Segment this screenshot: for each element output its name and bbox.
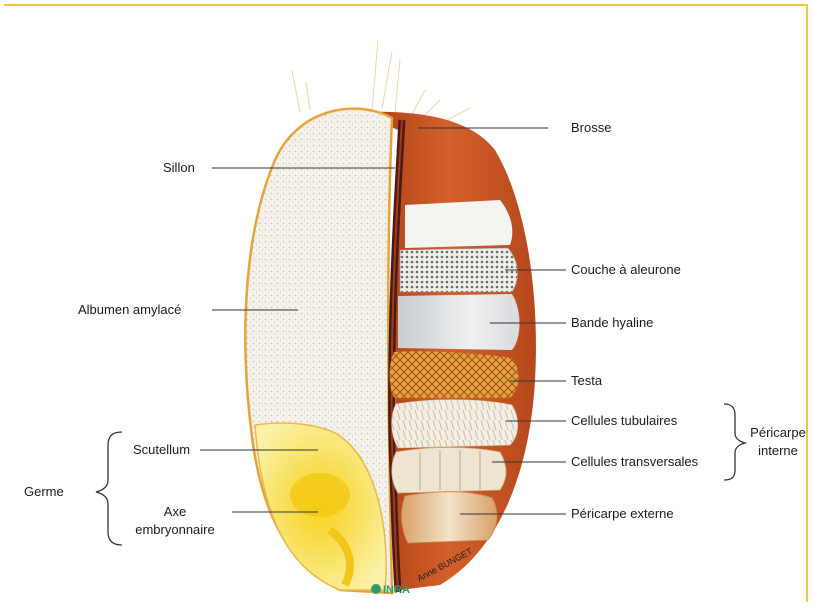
transverse-cells-layer: [392, 448, 506, 494]
hyaline-band: [398, 294, 520, 350]
aleurone-layer: [400, 248, 518, 292]
label-cellules-tubulaires: Cellules tubulaires: [571, 413, 677, 429]
inra-logo: [371, 584, 381, 594]
label-brosse: Brosse: [571, 120, 611, 136]
label-pericarpe-interne-2: interne: [748, 443, 808, 459]
label-axe-2: embryonnaire: [130, 522, 220, 538]
label-pericarpe-externe: Péricarpe externe: [571, 506, 674, 522]
tubular-cells-layer: [392, 400, 518, 448]
label-germe: Germe: [24, 484, 64, 500]
germe-brace: [96, 432, 122, 545]
label-testa: Testa: [571, 373, 602, 389]
label-axe-1: Axe: [130, 504, 220, 520]
pericarpe-interne-brace: [724, 404, 745, 480]
label-bande-hyaline: Bande hyaline: [571, 315, 653, 331]
label-cellules-transversales: Cellules transversales: [571, 454, 698, 470]
label-couche-aleurone: Couche à aleurone: [571, 262, 681, 278]
label-scutellum: Scutellum: [133, 442, 190, 458]
embryo-axis-shape: [290, 473, 350, 517]
label-pericarpe-interne-1: Péricarpe: [748, 425, 808, 441]
outer-pericarp-layer: [402, 492, 497, 543]
testa-layer: [390, 351, 519, 398]
label-albumen: Albumen amylacé: [78, 302, 181, 318]
label-sillon: Sillon: [163, 160, 195, 176]
credit-logo: INRA: [383, 582, 410, 598]
